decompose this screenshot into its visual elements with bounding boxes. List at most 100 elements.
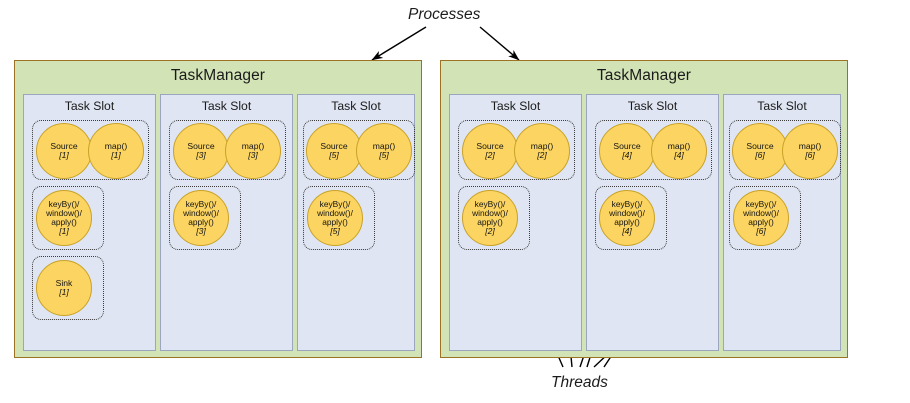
operator-window-3-index: [3] — [196, 225, 206, 236]
chain-window-1[interactable]: keyBy()/ window()/ apply() [1] — [32, 186, 104, 250]
task-slot-3[interactable]: Task Slot Source [5] map() [5] keyBy()/ … — [297, 94, 415, 351]
task-slot-2-title: Task Slot — [201, 99, 252, 113]
operator-window-1-index: [1] — [59, 225, 69, 236]
operator-window-3-line3: apply() — [188, 216, 214, 227]
task-slot-2[interactable]: Task Slot Source [3] map() [3] keyBy()/ … — [160, 94, 293, 351]
operator-window-1-line3: apply() — [51, 216, 77, 227]
chain-window-4[interactable]: keyBy()/ window()/ apply() [4] — [595, 186, 667, 250]
operator-map-3[interactable]: map() [3] — [225, 123, 281, 179]
processes-arrow-right — [479, 26, 520, 61]
operator-window-6[interactable]: keyBy()/ window()/ apply() [6] — [733, 190, 789, 246]
operator-map-6-index: [6] — [805, 150, 815, 160]
operator-window-5-index: [5] — [330, 225, 340, 236]
operator-map-4-name: map() — [667, 140, 691, 151]
threads-label: Threads — [551, 374, 608, 391]
operator-source-5-name: Source — [320, 140, 348, 151]
operator-source-1[interactable]: Source [1] — [36, 123, 92, 179]
chain-window-5[interactable]: keyBy()/ window()/ apply() [5] — [303, 186, 375, 250]
operator-source-6[interactable]: Source [6] — [732, 123, 788, 179]
operator-source-1-name: Source — [50, 140, 78, 151]
task-slot-1[interactable]: Task Slot Source [1] map() [1] keyBy()/ … — [23, 94, 156, 351]
operator-window-3-line2: window()/ — [183, 207, 219, 218]
chain-source-map-2[interactable]: Source [2] map() [2] — [458, 120, 575, 180]
chain-source-map-5[interactable]: Source [5] map() [5] — [303, 120, 415, 180]
operator-window-1[interactable]: keyBy()/ window()/ apply() [1] — [36, 190, 92, 246]
operator-sink-1-name: Sink — [55, 277, 73, 288]
operator-source-4-index: [4] — [622, 150, 632, 160]
operator-map-2[interactable]: map() [2] — [514, 123, 570, 179]
processes-arrow-group — [371, 26, 520, 61]
operator-window-6-line2: window()/ — [743, 207, 779, 218]
task-slot-6[interactable]: Task Slot Source [6] map() [6] keyBy()/ … — [723, 94, 841, 351]
operator-source-1-index: [1] — [59, 150, 69, 160]
chain-source-map-1[interactable]: Source [1] map() [1] — [32, 120, 149, 180]
operator-map-1-index: [1] — [111, 150, 121, 160]
operator-map-4[interactable]: map() [4] — [651, 123, 707, 179]
operator-window-4-index: [4] — [622, 225, 632, 236]
operator-map-2-name: map() — [530, 140, 554, 151]
operator-map-1[interactable]: map() [1] — [88, 123, 144, 179]
operator-window-5-line3: apply() — [322, 216, 348, 227]
operator-window-5-line1: keyBy()/ — [319, 198, 351, 209]
operator-map-5-index: [5] — [379, 150, 389, 160]
operator-window-1-line1: keyBy()/ — [48, 198, 80, 209]
operator-window-6-index: [6] — [756, 225, 766, 236]
chain-source-map-4[interactable]: Source [4] map() [4] — [595, 120, 712, 180]
operator-window-2-line1: keyBy()/ — [474, 198, 506, 209]
operator-map-5-name: map() — [372, 140, 396, 151]
operator-window-4-name: keyBy()/ window()/ apply() — [609, 198, 645, 227]
chain-source-map-3[interactable]: Source [3] map() [3] — [169, 120, 286, 180]
operator-source-4[interactable]: Source [4] — [599, 123, 655, 179]
operator-window-4[interactable]: keyBy()/ window()/ apply() [4] — [599, 190, 655, 246]
operator-window-5[interactable]: keyBy()/ window()/ apply() [5] — [307, 190, 363, 246]
operator-window-2-line2: window()/ — [472, 207, 508, 218]
operator-window-2[interactable]: keyBy()/ window()/ apply() [2] — [462, 190, 518, 246]
operator-window-3[interactable]: keyBy()/ window()/ apply() [3] — [173, 190, 229, 246]
task-slot-5-title: Task Slot — [627, 99, 678, 113]
processes-label: Processes — [408, 6, 481, 23]
operator-window-6-line1: keyBy()/ — [745, 198, 777, 209]
chain-window-6[interactable]: keyBy()/ window()/ apply() [6] — [729, 186, 801, 250]
taskmanager-right[interactable]: TaskManager Task Slot Source [2] map() [… — [440, 60, 848, 358]
chain-window-3[interactable]: keyBy()/ window()/ apply() [3] — [169, 186, 241, 250]
operator-window-4-line2: window()/ — [609, 207, 645, 218]
operator-map-1-name: map() — [104, 140, 128, 151]
task-slot-5[interactable]: Task Slot Source [4] map() [4] keyBy()/ … — [586, 94, 719, 351]
operator-source-5[interactable]: Source [5] — [306, 123, 362, 179]
operator-sink-1[interactable]: Sink [1] — [36, 260, 92, 316]
operator-map-5[interactable]: map() [5] — [356, 123, 412, 179]
taskmanager-right-title: TaskManager — [596, 67, 692, 84]
operator-map-6-name: map() — [798, 140, 822, 151]
operator-source-4-name: Source — [613, 140, 641, 151]
operator-window-6-line3: apply() — [748, 216, 774, 227]
operator-window-5-line2: window()/ — [317, 207, 353, 218]
task-slot-4[interactable]: Task Slot Source [2] map() [2] keyBy()/ … — [449, 94, 582, 351]
operator-source-3[interactable]: Source [3] — [173, 123, 229, 179]
chain-window-2[interactable]: keyBy()/ window()/ apply() [2] — [458, 186, 530, 250]
operator-source-6-index: [6] — [755, 150, 765, 160]
operator-map-3-index: [3] — [248, 150, 258, 160]
operator-map-3-name: map() — [241, 140, 265, 151]
operator-source-6-name: Source — [746, 140, 774, 151]
operator-window-5-name: keyBy()/ window()/ apply() — [317, 198, 353, 227]
operator-map-6[interactable]: map() [6] — [782, 123, 838, 179]
operator-window-3-line1: keyBy()/ — [185, 198, 217, 209]
taskmanager-left[interactable]: TaskManager Task Slot Source [1] map() [… — [14, 60, 422, 358]
operator-window-2-index: [2] — [485, 225, 495, 236]
operator-source-3-name: Source — [187, 140, 215, 151]
chain-source-map-6[interactable]: Source [6] map() [6] — [729, 120, 841, 180]
task-slot-4-title: Task Slot — [490, 99, 541, 113]
operator-map-4-index: [4] — [674, 150, 684, 160]
operator-window-4-line1: keyBy()/ — [611, 198, 643, 209]
operator-map-2-index: [2] — [537, 150, 547, 160]
chain-sink-1[interactable]: Sink [1] — [32, 256, 104, 320]
operator-sink-1-index: [1] — [59, 287, 69, 297]
task-slot-6-title: Task Slot — [757, 99, 807, 113]
operator-source-2-index: [2] — [485, 150, 495, 160]
operator-window-4-line3: apply() — [614, 216, 640, 227]
operator-source-2-name: Source — [476, 140, 504, 151]
operator-window-2-name: keyBy()/ window()/ apply() — [472, 198, 508, 227]
task-slot-1-title: Task Slot — [64, 99, 115, 113]
operator-source-2[interactable]: Source [2] — [462, 123, 518, 179]
